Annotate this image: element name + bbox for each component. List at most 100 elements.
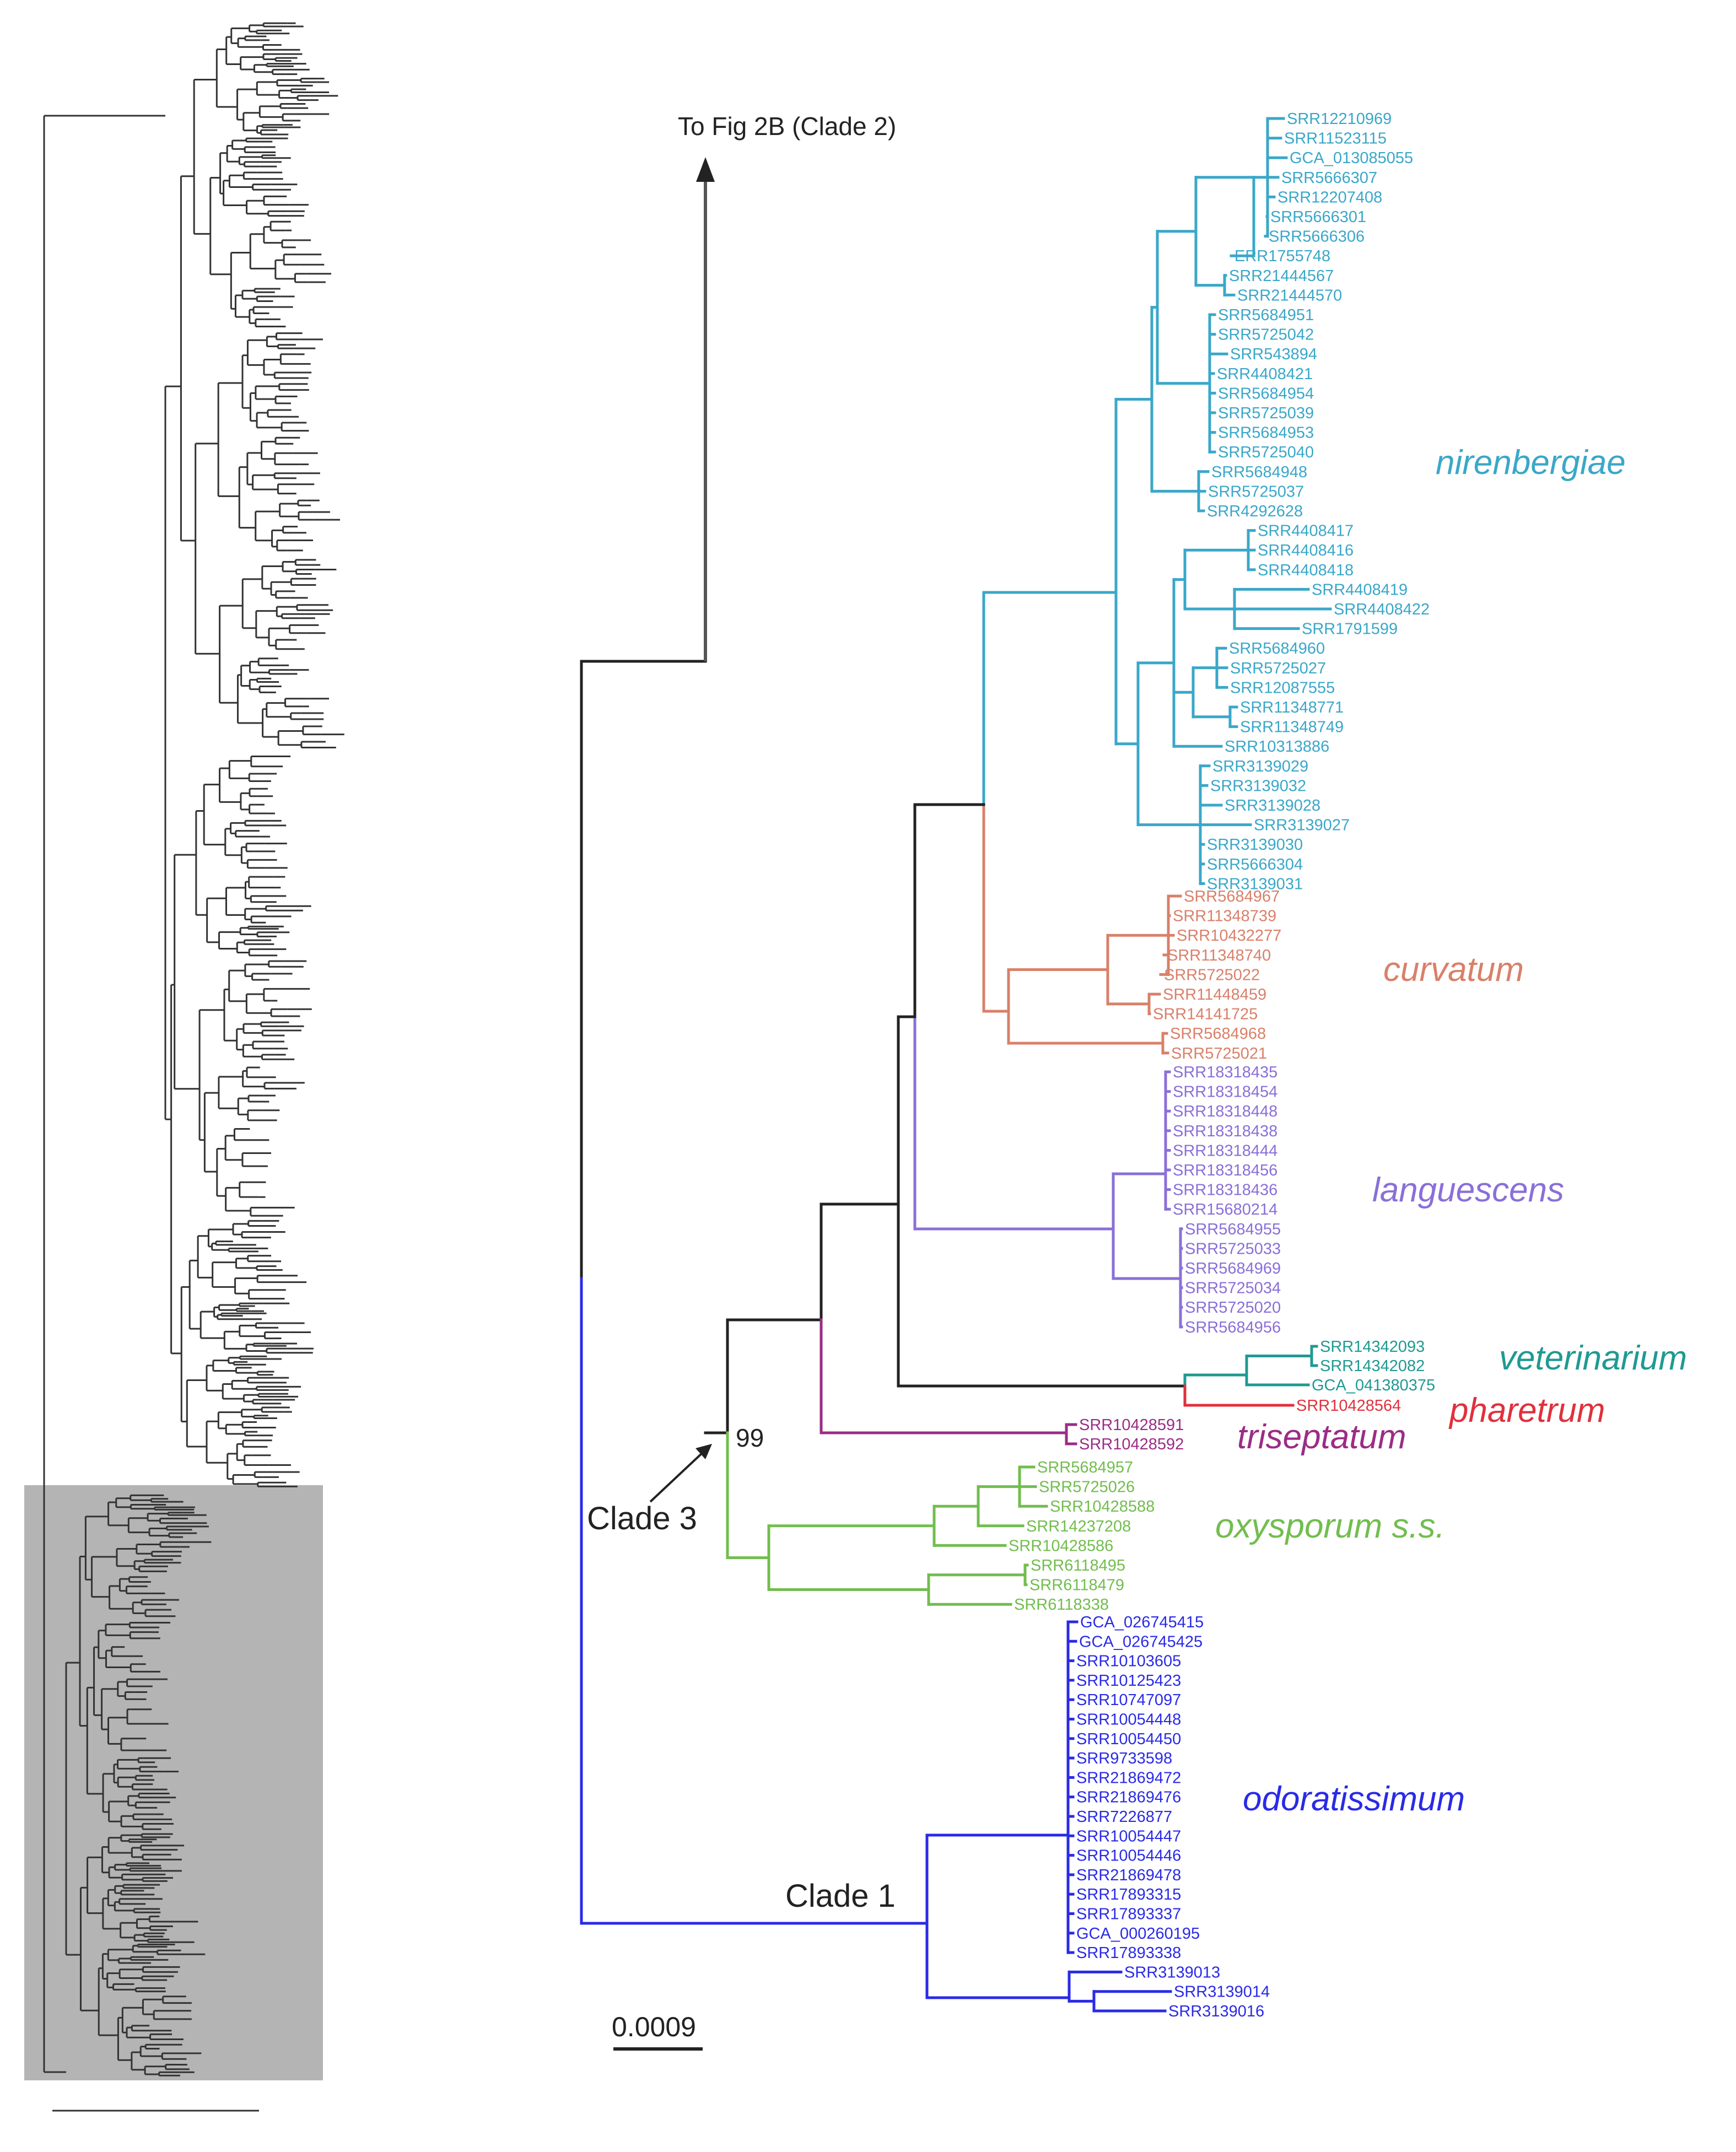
overview-branch xyxy=(107,1717,128,1745)
overview-branch xyxy=(126,1585,152,1594)
leaf-label-nirenbergiae: SRR5666304 xyxy=(1207,856,1303,873)
overview-branch xyxy=(284,698,308,708)
leaf-label-nirenbergiae: SRR10313886 xyxy=(1225,738,1329,756)
leaf-label-nirenbergiae: SRR543894 xyxy=(1230,346,1317,363)
overview-branch xyxy=(242,1023,263,1034)
overview-branch xyxy=(130,1956,150,1961)
overview-branch xyxy=(143,1558,168,1564)
overview-branch xyxy=(245,843,265,853)
clade-name-curvatum: curvatum xyxy=(1383,951,1524,989)
clade3-pointer xyxy=(649,1444,712,1503)
leaf-label-nirenbergiae: SRR5666306 xyxy=(1269,228,1365,246)
leaf-label-nirenbergiae: SRR11348771 xyxy=(1240,699,1344,716)
overview-branch xyxy=(297,499,307,506)
overview-branch xyxy=(242,112,260,132)
overview-branch xyxy=(296,95,311,101)
overview-branch xyxy=(249,803,268,815)
overview-branch xyxy=(150,1498,165,1503)
overview-branch xyxy=(118,1898,137,1905)
overview-branch xyxy=(140,1844,157,1851)
overview-branch xyxy=(282,113,305,122)
overview-branch xyxy=(209,177,231,276)
overview-branch xyxy=(236,88,257,121)
overview-branch xyxy=(249,309,256,325)
overview-branch xyxy=(295,568,315,575)
overview-branch xyxy=(91,1556,117,1598)
leaf-label-curvatum: SRR14141725 xyxy=(1153,1006,1258,1023)
overview-branch xyxy=(258,105,283,118)
leaf-label-odoratissimum: SRR3139013 xyxy=(1124,1964,1220,1981)
overview-branch xyxy=(262,708,279,738)
overview-branch xyxy=(101,1846,110,1874)
overview-branch xyxy=(142,1966,158,1973)
overview-branch xyxy=(265,905,288,912)
overview-branch xyxy=(246,859,266,869)
overview-branch xyxy=(141,1975,163,1981)
overview-branch xyxy=(223,988,237,1042)
overview-branch xyxy=(212,1360,236,1372)
overview-branch xyxy=(127,1517,150,1534)
overview-branch xyxy=(120,1834,142,1842)
leaf-label-veterinarium: GCA_041380375 xyxy=(1312,1377,1435,1394)
overview-branch xyxy=(195,810,207,916)
overview-branch xyxy=(256,29,269,35)
overview-branch xyxy=(234,1277,258,1295)
overview-branch xyxy=(255,510,280,542)
overview-branch xyxy=(106,1972,120,1988)
overview-branch xyxy=(223,1330,247,1350)
leaf-label-languescens: SRR5725034 xyxy=(1185,1280,1281,1297)
overview-branch xyxy=(227,1453,238,1480)
scale-bar-label: 0.0009 xyxy=(612,2011,696,2042)
overview-branch xyxy=(84,1515,109,1581)
leaf-label-curvatum: SRR5725021 xyxy=(1171,1045,1267,1062)
overview-branch xyxy=(262,44,274,51)
overview-branch xyxy=(149,1925,158,1931)
overview-branch xyxy=(274,57,284,62)
overview-branch xyxy=(255,610,277,639)
leaf-label-nirenbergiae: SRR3139032 xyxy=(1210,777,1306,795)
overview-branch xyxy=(272,68,295,75)
overview-branch xyxy=(131,2025,153,2032)
overview-branch xyxy=(273,371,295,379)
overview-branch xyxy=(217,382,243,497)
overview-branch xyxy=(277,730,303,746)
overview-branch xyxy=(247,1094,264,1103)
overview-branch xyxy=(200,1310,225,1339)
overview-branch xyxy=(266,336,278,348)
overview-branch xyxy=(129,1867,155,1872)
leaf-labels: SRR12210969SRR11523115GCA_013085055SRR56… xyxy=(1009,110,1435,2020)
overview-branch xyxy=(250,915,270,924)
overview-branch xyxy=(166,1525,186,1531)
leaf-label-languescens: SRR18318448 xyxy=(1173,1103,1277,1120)
leaf-label-oxysporum: SRR6118479 xyxy=(1029,1577,1124,1594)
overview-branch xyxy=(206,897,227,943)
overview-branch xyxy=(127,1795,139,1806)
overview-branch xyxy=(225,1186,251,1212)
overview-branch xyxy=(271,529,283,548)
leaf-label-nirenbergiae: SRR4408422 xyxy=(1334,601,1430,618)
leaf-label-nirenbergiae: SRR21444570 xyxy=(1237,287,1342,304)
overview-branch xyxy=(220,1312,240,1317)
overview-branch xyxy=(43,115,165,2073)
overview-branch xyxy=(239,927,257,935)
overview-branch xyxy=(266,1347,288,1354)
overview-branch xyxy=(144,2065,166,2075)
leaf-label-odoratissimum: GCA_026745415 xyxy=(1080,1614,1204,1631)
leaf-label-curvatum: SRR11448459 xyxy=(1163,986,1266,1004)
leaf-label-odoratissimum: SRR7226877 xyxy=(1076,1808,1172,1826)
overview-branch xyxy=(147,1513,168,1522)
overview-branch xyxy=(296,604,321,611)
branch xyxy=(913,1015,1115,1231)
overview-branch xyxy=(235,1308,251,1312)
clade2-arrow xyxy=(696,157,715,661)
overview-branch xyxy=(276,79,301,87)
overview-branch xyxy=(252,1399,273,1405)
leaf-label-languescens: SRR18318438 xyxy=(1173,1123,1277,1140)
overview-branch xyxy=(142,1877,158,1882)
leaf-label-nirenbergiae: SRR5666301 xyxy=(1270,208,1366,226)
overview-branch xyxy=(153,2010,170,2020)
leaf-label-odoratissimum: SRR10747097 xyxy=(1076,1691,1181,1709)
leaf-label-nirenbergiae: SRR4408417 xyxy=(1258,522,1354,540)
overview-branch xyxy=(248,948,267,957)
overview-branch xyxy=(148,1916,175,1923)
